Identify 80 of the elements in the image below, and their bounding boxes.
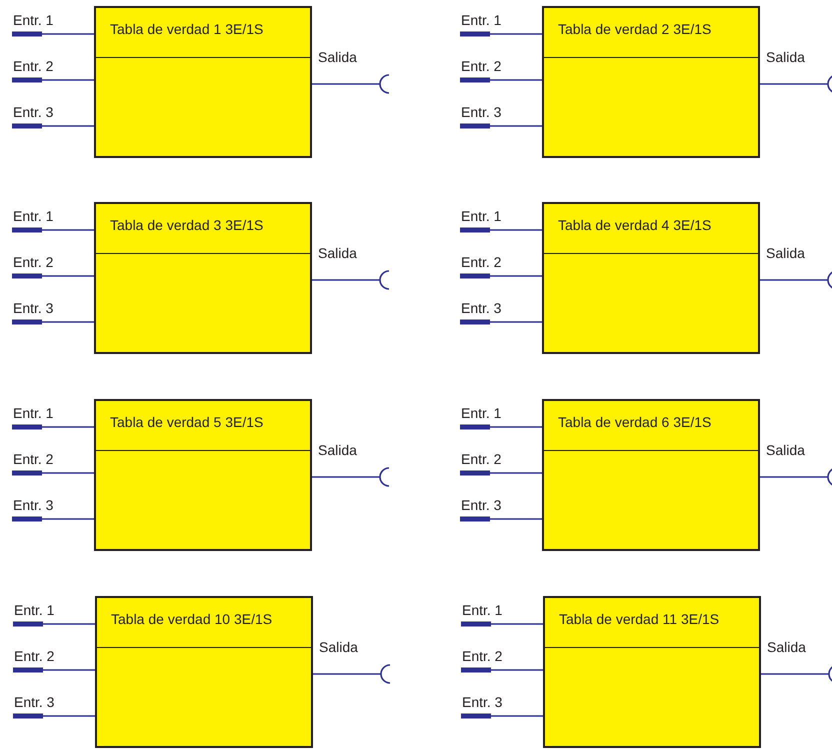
input-pin-line bbox=[458, 274, 542, 278]
input-pin-line bbox=[10, 470, 94, 476]
input-pin-line bbox=[10, 622, 95, 626]
input-pin-line bbox=[10, 668, 95, 672]
input-pin-line bbox=[458, 516, 542, 522]
input-pin-line bbox=[458, 714, 543, 718]
input-pin-line bbox=[10, 124, 94, 128]
block-title: Tabla de verdad 4 3E/1S bbox=[558, 217, 712, 233]
output-label: Salida bbox=[766, 49, 805, 65]
block-title: Tabla de verdad 6 3E/1S bbox=[558, 414, 712, 430]
input-label: Entr. 3 bbox=[13, 300, 54, 316]
function-block bbox=[542, 6, 760, 158]
input-pin-line bbox=[458, 424, 542, 430]
input-label: Entr. 1 bbox=[462, 602, 502, 618]
input-pin-line bbox=[10, 320, 94, 324]
output-label: Salida bbox=[319, 639, 358, 655]
input-label: Entr. 3 bbox=[461, 300, 502, 316]
input-label: Entr. 2 bbox=[13, 58, 54, 74]
input-label: Entr. 1 bbox=[13, 208, 54, 224]
output-label: Salida bbox=[766, 442, 805, 458]
input-pin-line bbox=[10, 714, 95, 718]
function-block bbox=[542, 399, 760, 551]
output-connector-line bbox=[312, 74, 390, 94]
output-label: Salida bbox=[767, 639, 806, 655]
output-label: Salida bbox=[766, 245, 805, 261]
input-pin-line bbox=[458, 320, 542, 324]
output-label: Salida bbox=[318, 442, 357, 458]
input-pin-line bbox=[10, 516, 94, 522]
input-label: Entr. 2 bbox=[14, 648, 54, 664]
input-pin-line bbox=[458, 78, 542, 82]
input-label: Entr. 3 bbox=[13, 104, 54, 120]
input-label: Entr. 1 bbox=[461, 208, 502, 224]
input-pin-line bbox=[458, 228, 542, 232]
input-pin-line bbox=[458, 622, 543, 626]
input-label: Entr. 1 bbox=[461, 405, 502, 421]
input-pin-line bbox=[458, 124, 542, 128]
input-label: Entr. 1 bbox=[14, 602, 54, 618]
block-title: Tabla de verdad 3 3E/1S bbox=[110, 217, 264, 233]
input-label: Entr. 3 bbox=[461, 497, 502, 513]
input-label: Entr. 3 bbox=[461, 104, 502, 120]
function-block bbox=[94, 202, 312, 354]
function-block bbox=[543, 596, 761, 748]
output-connector-line bbox=[312, 467, 390, 487]
output-label: Salida bbox=[318, 245, 357, 261]
output-connector-line bbox=[760, 270, 832, 290]
input-label: Entr. 2 bbox=[461, 254, 502, 270]
output-connector-line bbox=[760, 74, 832, 94]
function-block bbox=[95, 596, 313, 748]
block-title: Tabla de verdad 10 3E/1S bbox=[111, 611, 272, 627]
output-connector-line bbox=[761, 664, 832, 684]
output-connector-line bbox=[760, 467, 832, 487]
input-label: Entr. 1 bbox=[461, 12, 502, 28]
input-label: Entr. 2 bbox=[461, 451, 502, 467]
block-title: Tabla de verdad 2 3E/1S bbox=[558, 21, 712, 37]
input-pin-line bbox=[10, 32, 94, 36]
output-connector-line bbox=[313, 664, 391, 684]
input-pin-line bbox=[458, 668, 543, 672]
input-label: Entr. 1 bbox=[13, 12, 54, 28]
input-pin-line bbox=[10, 274, 94, 278]
function-block bbox=[542, 202, 760, 354]
input-pin-line bbox=[10, 424, 94, 430]
input-label: Entr. 2 bbox=[13, 254, 54, 270]
output-connector-line bbox=[312, 270, 390, 290]
input-label: Entr. 3 bbox=[13, 497, 54, 513]
function-block bbox=[94, 6, 312, 158]
output-label: Salida bbox=[318, 49, 357, 65]
block-title: Tabla de verdad 11 3E/1S bbox=[559, 611, 720, 627]
input-label: Entr. 1 bbox=[13, 405, 54, 421]
input-label: Entr. 3 bbox=[14, 694, 54, 710]
block-title: Tabla de verdad 5 3E/1S bbox=[110, 414, 264, 430]
input-label: Entr. 3 bbox=[462, 694, 502, 710]
input-pin-line bbox=[458, 470, 542, 476]
input-pin-line bbox=[10, 78, 94, 82]
input-pin-line bbox=[458, 32, 542, 36]
block-title: Tabla de verdad 1 3E/1S bbox=[110, 21, 264, 37]
input-label: Entr. 2 bbox=[13, 451, 54, 467]
function-block bbox=[94, 399, 312, 551]
input-label: Entr. 2 bbox=[462, 648, 502, 664]
input-pin-line bbox=[10, 228, 94, 232]
input-label: Entr. 2 bbox=[461, 58, 502, 74]
